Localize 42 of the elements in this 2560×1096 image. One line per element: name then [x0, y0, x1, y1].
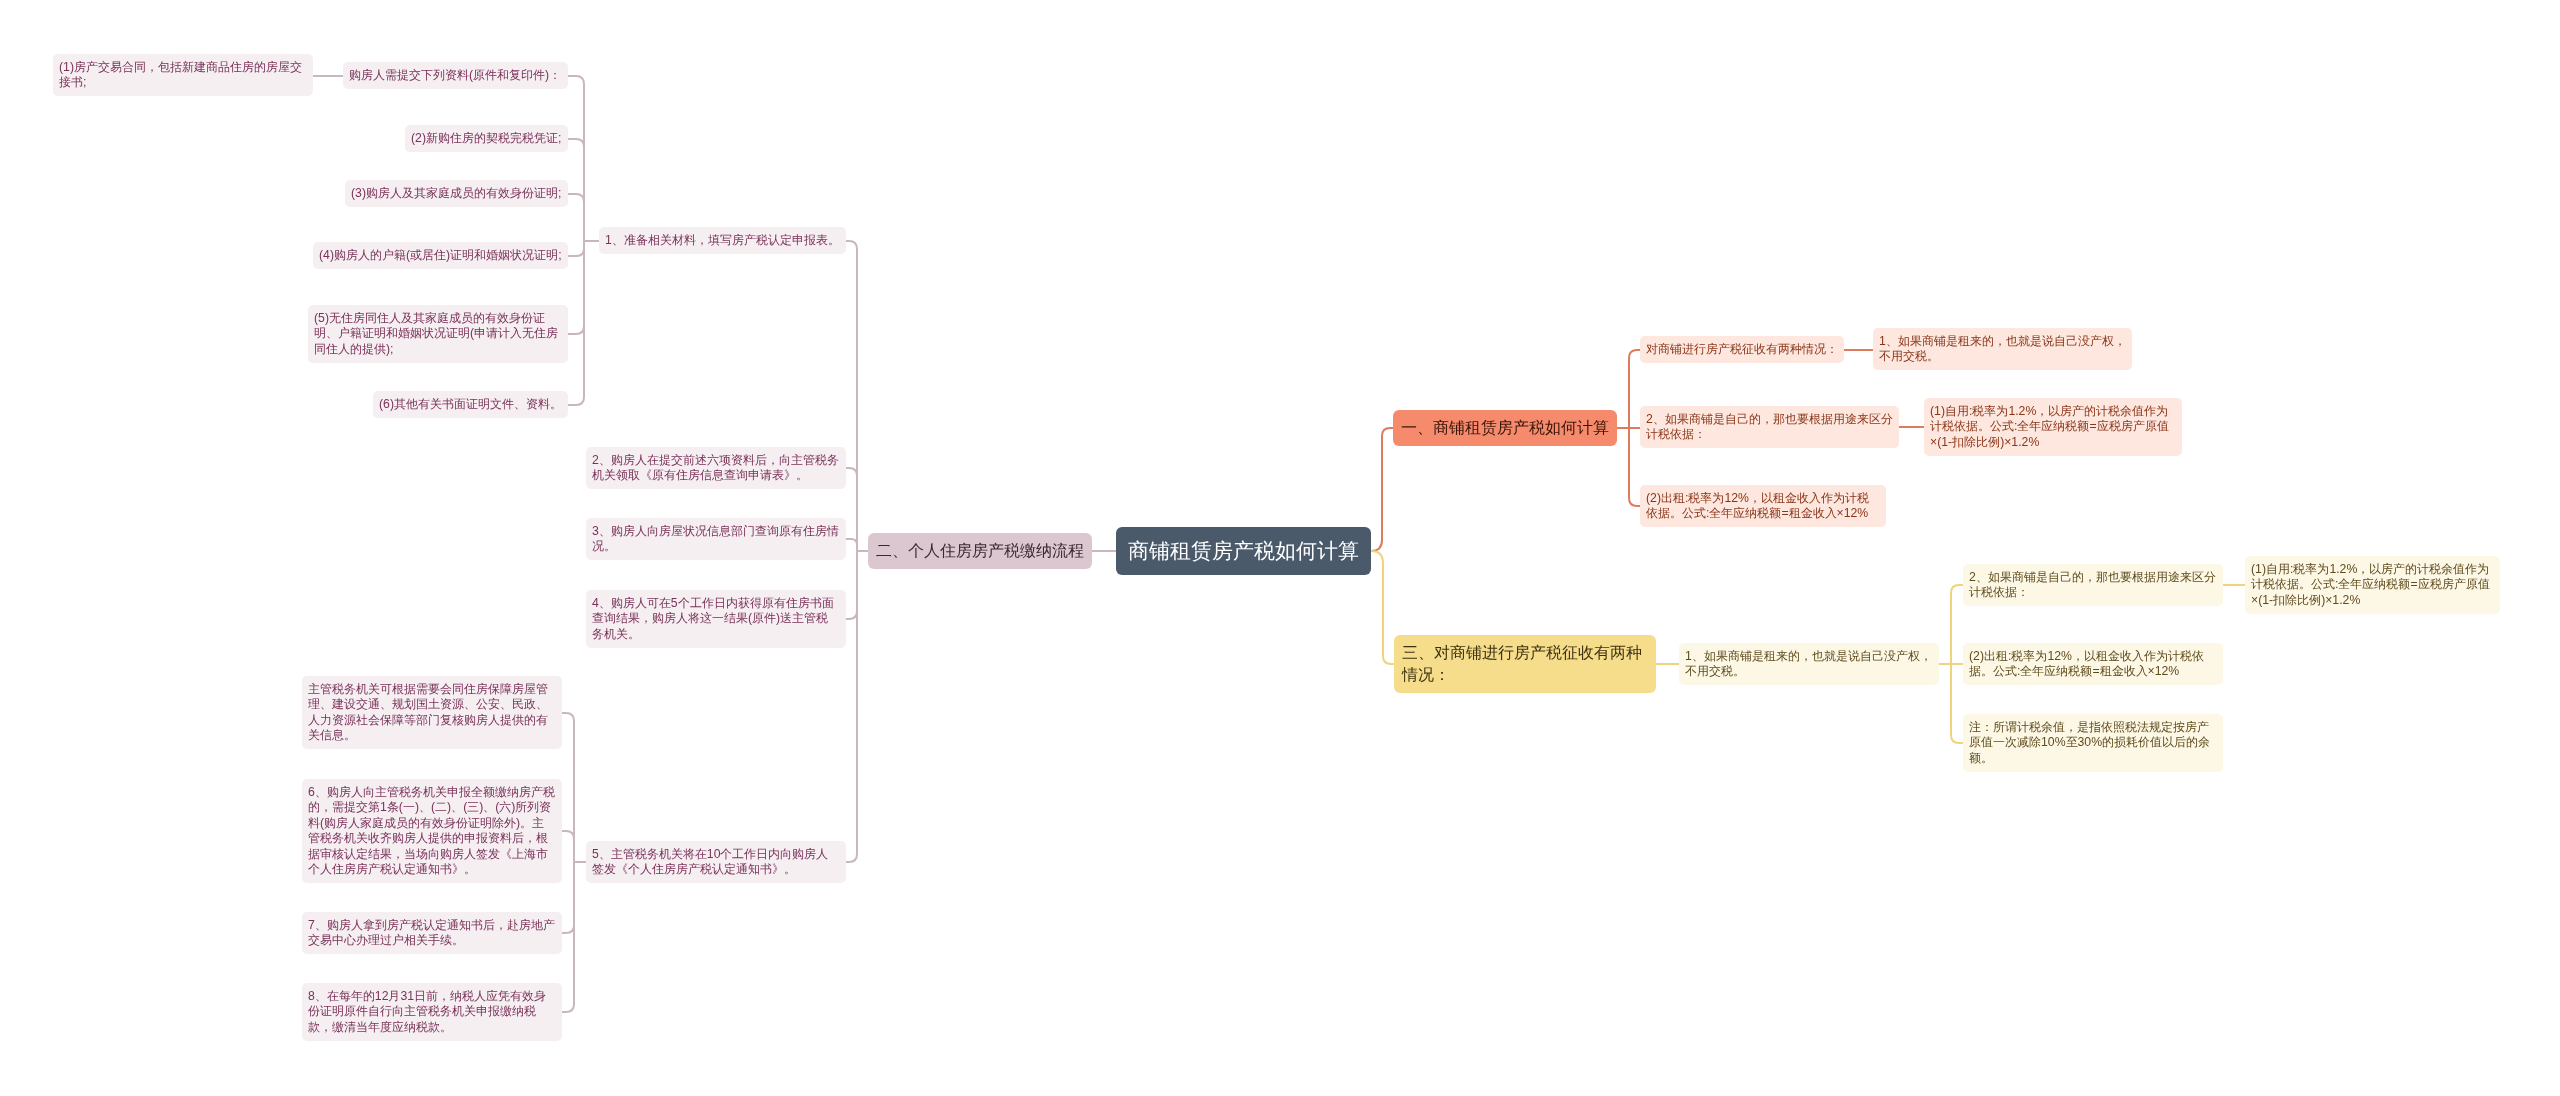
subtopic: (2)新购住房的契税完税凭证; — [405, 125, 568, 152]
subtopic: (3)购房人及其家庭成员的有效身份证明; — [345, 180, 568, 207]
connector-line — [2222, 584, 2246, 586]
connector-line — [1616, 349, 1641, 507]
connector-line — [561, 712, 587, 1013]
central-topic: 商铺租赁房产税如何计算 — [1116, 527, 1371, 575]
subtopic: 1、如果商铺是租来的，也就是说自己没产权，不用交税。 — [1679, 643, 1939, 685]
subtopic: 1、如果商铺是租来的，也就是说自己没产权，不用交税。 — [1873, 328, 2132, 370]
subtopic: (2)出租:税率为12%，以租金收入作为计税依据。公式:全年应纳税额=租金收入×12% — [1640, 485, 1886, 527]
subtopic: 6、购房人向主管税务机关申报全额缴纳房产税的，需提交第1条(一)、(二)、(三)、(六)所列资料(购房人家庭成员的有效身份证明除外)。主管税务机关收齐购房人提供的申报资料后，根据审核认定结果，当场向购房人签发《上海市个人住房房产税认定通知书》。 — [302, 779, 562, 883]
connector-line — [1370, 550, 1395, 665]
subtopic: (1)自用:税率为1.2%，以房产的计税余值作为计税依据。公式:全年应纳税额=应税房产原值×(1-扣除比例)×1.2% — [2245, 556, 2500, 614]
subtopic: 2、如果商铺是自己的，那也要根据用途来区分计税依据： — [1640, 406, 1899, 448]
subtopic: (5)无住房同住人及其家庭成员的有效身份证明、户籍证明和婚姻状况证明(申请计入无住房同住人的提供); — [308, 305, 568, 363]
subtopic: 注：所谓计税余值，是指依照税法规定按房产原值一次减除10%至30%的损耗价值以后的余额。 — [1963, 714, 2223, 772]
subtopic: (1)房产交易合同，包括新建商品住房的房屋交接书; — [53, 54, 313, 96]
subtopic: (4)购房人的户籍(或居住)证明和婚姻状况证明; — [313, 242, 568, 269]
subtopic: 2、购房人在提交前述六项资料后，向主管税务机关领取《原有住房信息查询申请表》。 — [586, 447, 846, 489]
subtopic: 对商铺进行房产税征收有两种情况： — [1640, 336, 1844, 363]
subtopic: (2)出租:税率为12%，以租金收入作为计税依据。公式:全年应纳税额=租金收入×12% — [1963, 643, 2223, 685]
connector-line — [1898, 426, 1925, 428]
connector-line — [1655, 663, 1680, 665]
subtopic: 购房人需提交下列资料(原件和复印件)： — [343, 62, 568, 89]
connector-line — [845, 240, 869, 863]
subtopic: 5、主管税务机关将在10个工作日内向购房人签发《个人住房房产税认定通知书》。 — [586, 841, 846, 883]
main-topic: 二、个人住房房产税缴纳流程 — [868, 533, 1092, 569]
connector-line — [312, 75, 344, 77]
subtopic: (6)其他有关书面证明文件、资料。 — [373, 391, 568, 418]
connector-line — [1938, 584, 1964, 744]
subtopic: 4、购房人可在5个工作日内获得原有住房书面查询结果，购房人将这一结果(原件)送主管税务机关。 — [586, 590, 846, 648]
subtopic: 主管税务机关可根据需要会同住房保障房屋管理、建设交通、规划国土资源、公安、民政、人力资源社会保障等部门复核购房人提供的有关信息。 — [302, 676, 562, 749]
connector-line — [1091, 550, 1117, 552]
subtopic: 1、准备相关材料，填写房产税认定申报表。 — [599, 227, 846, 254]
main-topic: 三、对商铺进行房产税征收有两种情况： — [1394, 635, 1656, 693]
connector-line — [1843, 349, 1874, 351]
subtopic: 3、购房人向房屋状况信息部门查询原有住房情况。 — [586, 518, 846, 560]
subtopic: 8、在每年的12月31日前，纳税人应凭有效身份证明原件自行向主管税务机关申报缴纳税款，缴清当年度应纳税款。 — [302, 983, 562, 1041]
connector-line — [567, 75, 600, 406]
subtopic: 2、如果商铺是自己的，那也要根据用途来区分计税依据： — [1963, 564, 2223, 606]
main-topic: 一、商铺租赁房产税如何计算 — [1393, 410, 1617, 446]
subtopic: (1)自用:税率为1.2%，以房产的计税余值作为计税依据。公式:全年应纳税额=应税房产原值×(1-扣除比例)×1.2% — [1924, 398, 2182, 456]
subtopic: 7、购房人拿到房产税认定通知书后，赴房地产交易中心办理过户相关手续。 — [302, 912, 562, 954]
